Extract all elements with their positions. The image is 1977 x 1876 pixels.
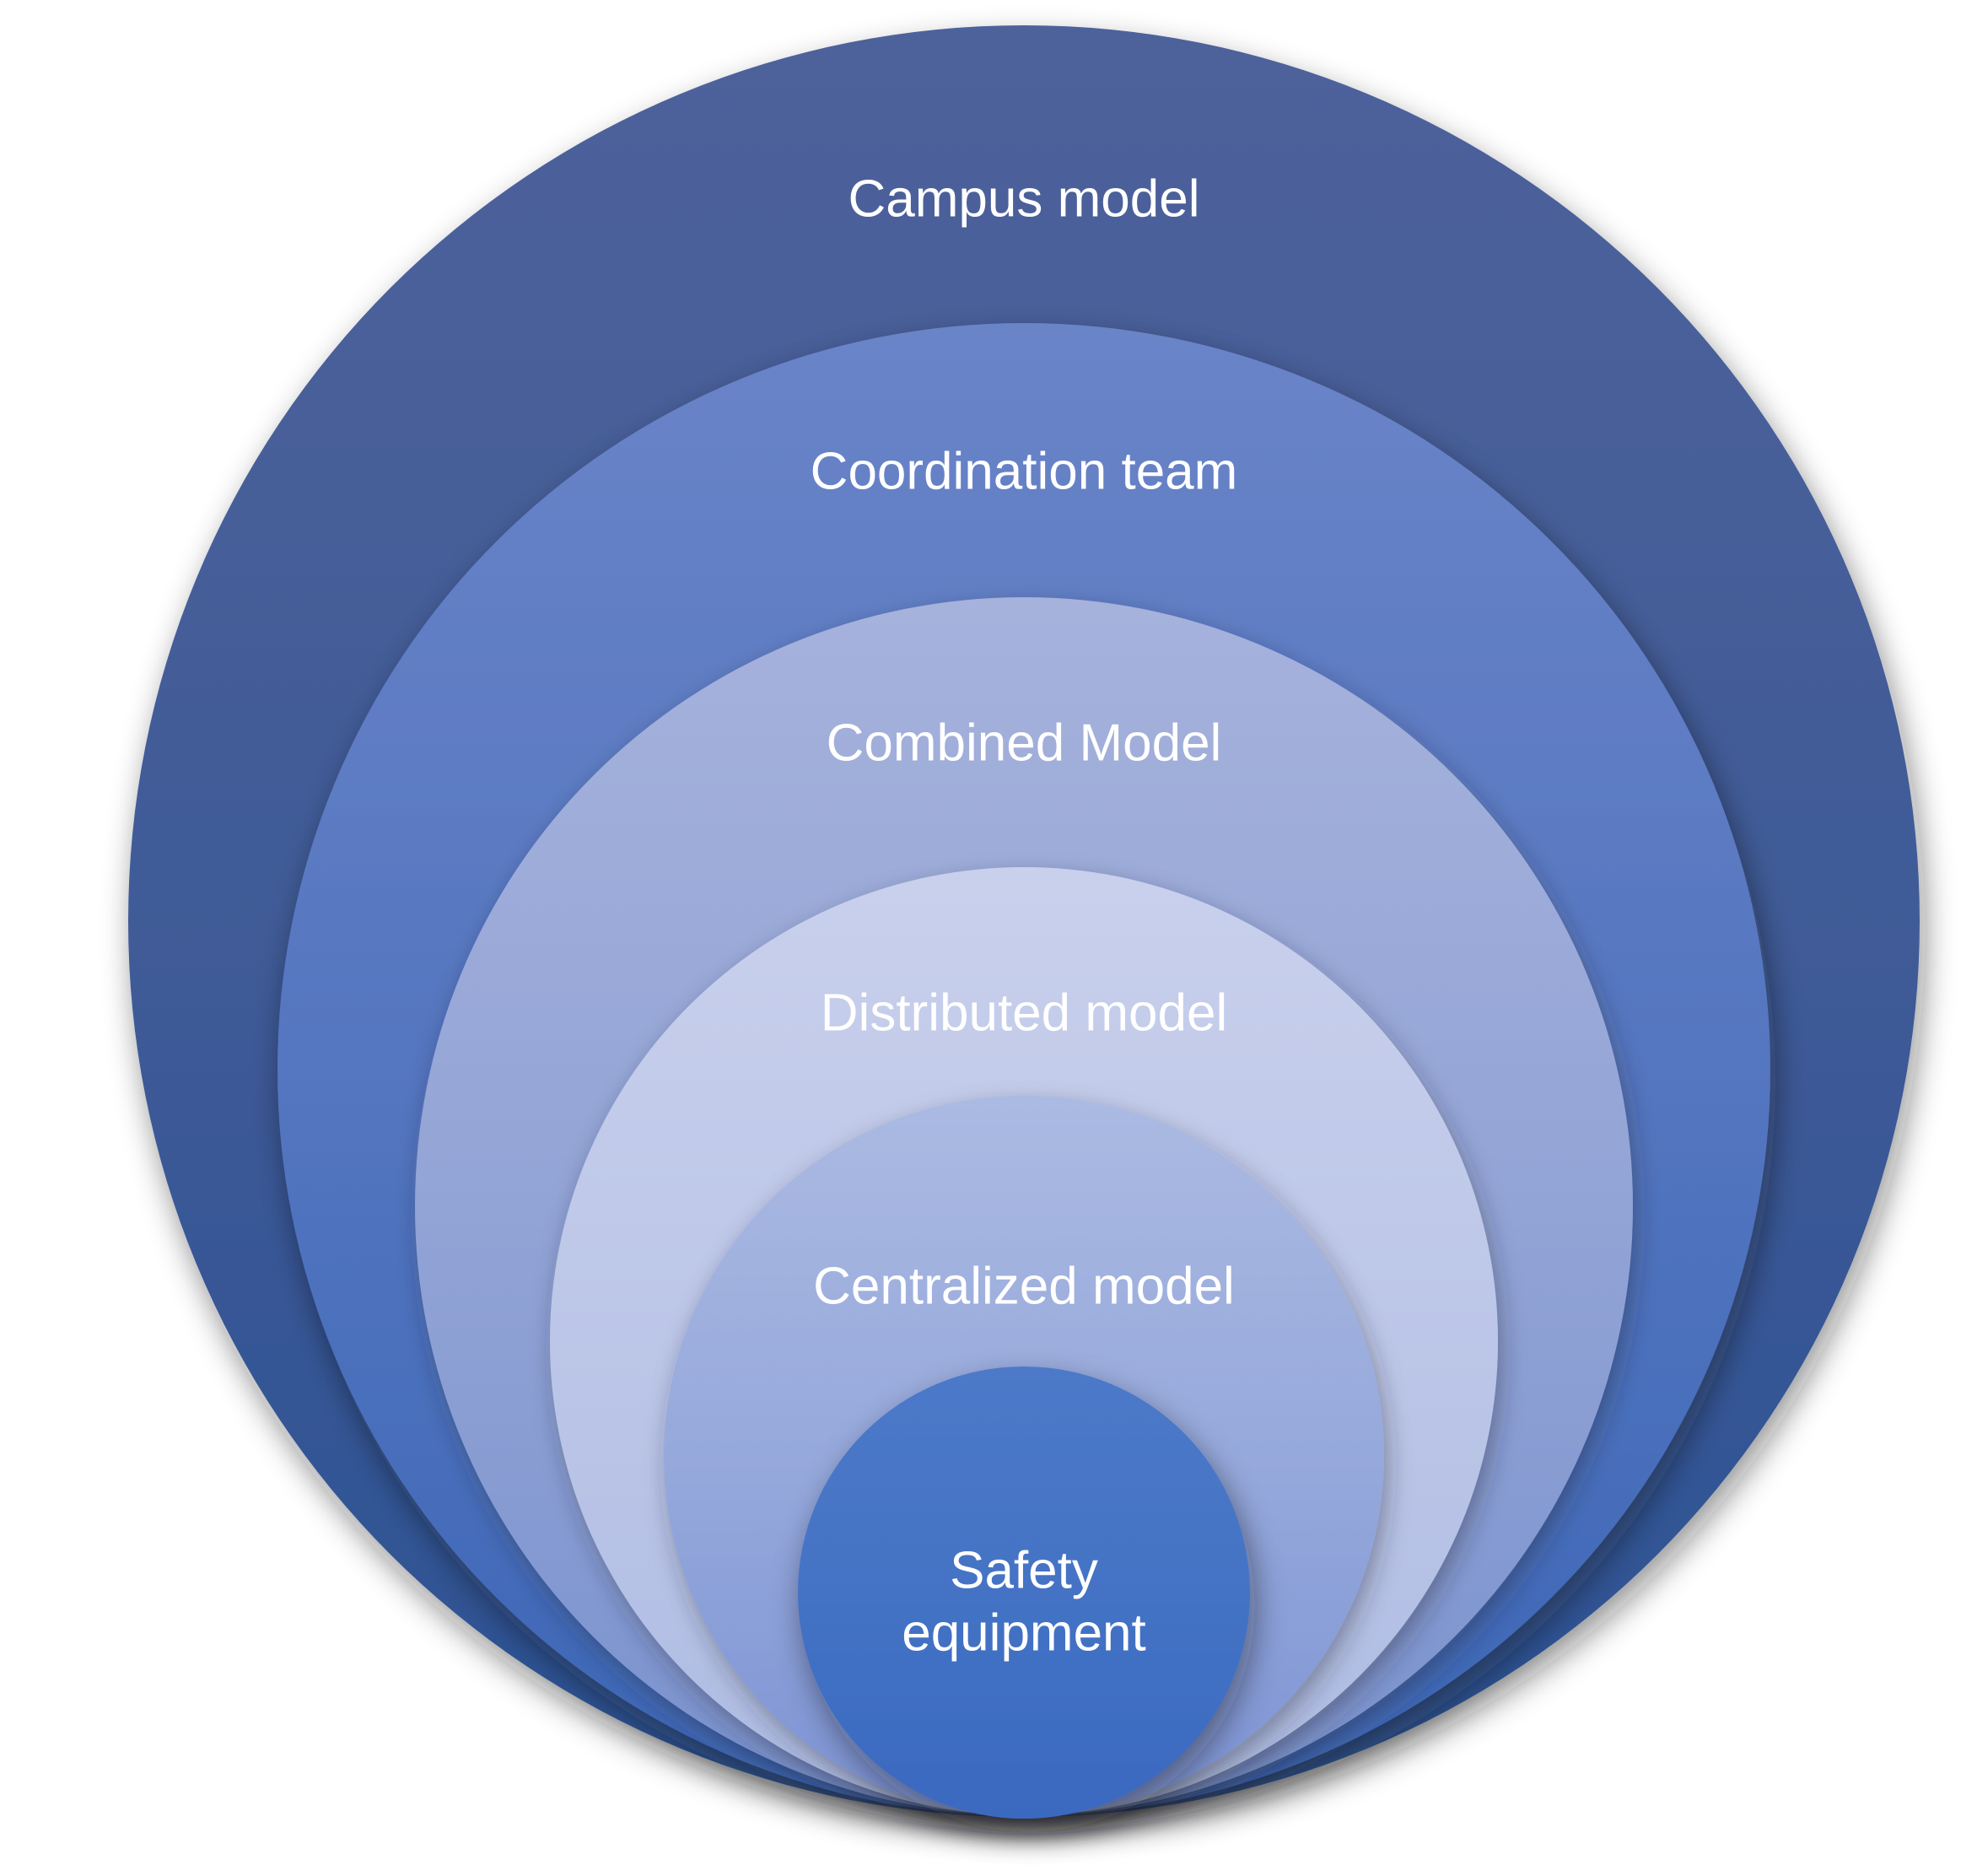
ring-safety-equipment-label-line2: equipment	[902, 1604, 1146, 1662]
ring-campus-model-label: Campus model	[848, 170, 1200, 228]
ring-coordination-team-label: Coordination team	[811, 442, 1238, 500]
ring-safety-equipment-circle	[798, 1367, 1250, 1819]
ring-distributed-model-label: Distributed model	[821, 984, 1227, 1042]
ring-centralized-model-label: Centralized model	[813, 1257, 1235, 1315]
ring-safety-equipment-label-line1: Safety	[950, 1541, 1098, 1599]
ring-safety-equipment[interactable]: Safety equipment	[798, 1367, 1250, 1819]
ring-combined-model-label: Combined Model	[827, 714, 1222, 772]
